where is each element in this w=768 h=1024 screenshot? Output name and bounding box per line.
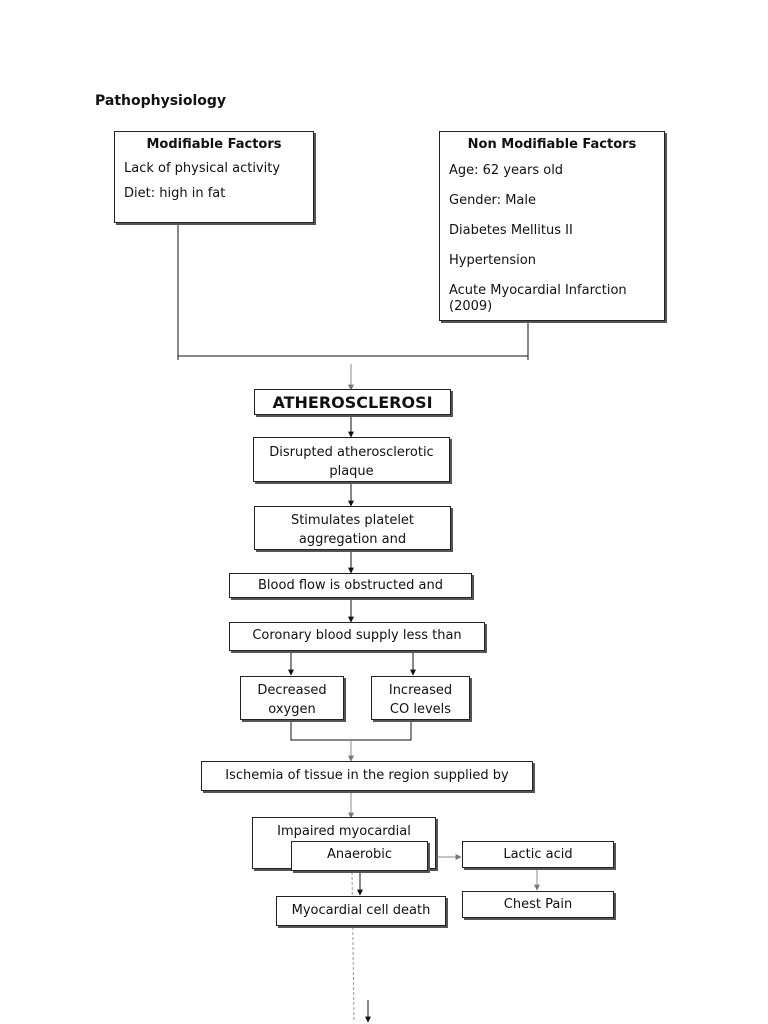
non-modifiable-factor-item: Age: 62 years old — [449, 163, 564, 178]
non-modifiable-factor-item: Diabetes Mellitus II — [449, 223, 573, 238]
node-label: Impaired myocardial — [277, 824, 411, 839]
node-coronary-blood-supply: Coronary blood supply less than — [229, 622, 485, 651]
node-label: Anaerobic — [326, 847, 393, 862]
node-label: Lactic acid — [503, 847, 573, 862]
non-modifiable-factor-item: Acute Myocardial Infarction — [449, 283, 627, 298]
modifiable-factor-item: Diet: high in fat — [124, 186, 226, 201]
node-label: Blood flow is obstructed and — [258, 578, 443, 593]
node-myocardial-cell-death: Myocardial cell death — [276, 896, 446, 926]
modifiable-factors-heading: Modifiable Factors — [146, 137, 282, 152]
dashed-continuation — [351, 871, 355, 1021]
node-label: oxygen — [268, 702, 316, 717]
node-atherosclerosis: ATHEROSCLEROSI — [254, 389, 451, 415]
node-disrupted-plaque: Disrupted atherosclerotic plaque — [253, 437, 450, 482]
merge-line — [290, 722, 412, 741]
non-modifiable-factor-item: (2009) — [449, 299, 493, 314]
node-label: Stimulates platelet — [290, 513, 415, 528]
node-label: Disrupted atherosclerotic — [269, 445, 434, 460]
node-label: Coronary blood supply less than — [252, 628, 462, 643]
non-modifiable-factor-item: Hypertension — [449, 253, 536, 268]
node-chest-pain: Chest Pain — [462, 891, 614, 918]
node-label: plaque — [329, 464, 374, 479]
node-label: Chest Pain — [503, 897, 573, 912]
non-modifiable-factors-box: Non Modifiable Factors Age: 62 years old… — [439, 131, 665, 321]
node-lactic-acid: Lactic acid — [462, 841, 614, 868]
node-atherosclerosis-label: ATHEROSCLEROSI — [272, 393, 433, 412]
page-title: Pathophysiology — [95, 93, 227, 109]
modifiable-factors-box: Modifiable Factors Lack of physical acti… — [114, 131, 314, 223]
node-anaerobic: Anaerobic — [291, 841, 428, 871]
node-label: aggregation and — [298, 532, 407, 547]
node-label: CO levels — [389, 702, 452, 717]
node-platelet-aggregation: Stimulates platelet aggregation and — [254, 506, 451, 550]
node-label: Myocardial cell death — [291, 903, 431, 918]
node-increased-co-levels: Increased CO levels — [371, 676, 470, 720]
non-modifiable-factors-heading: Non Modifiable Factors — [467, 137, 637, 152]
node-label: Ischemia of tissue in the region supplie… — [225, 768, 509, 783]
modifiable-factor-item: Lack of physical activity — [124, 161, 281, 176]
node-label: Decreased — [257, 683, 327, 698]
node-blood-flow-obstructed: Blood flow is obstructed and — [229, 573, 472, 598]
node-ischemia: Ischemia of tissue in the region supplie… — [201, 761, 533, 791]
node-label: Increased — [388, 683, 453, 698]
non-modifiable-factor-item: Gender: Male — [449, 193, 536, 208]
node-decreased-oxygen: Decreased oxygen — [240, 676, 344, 720]
